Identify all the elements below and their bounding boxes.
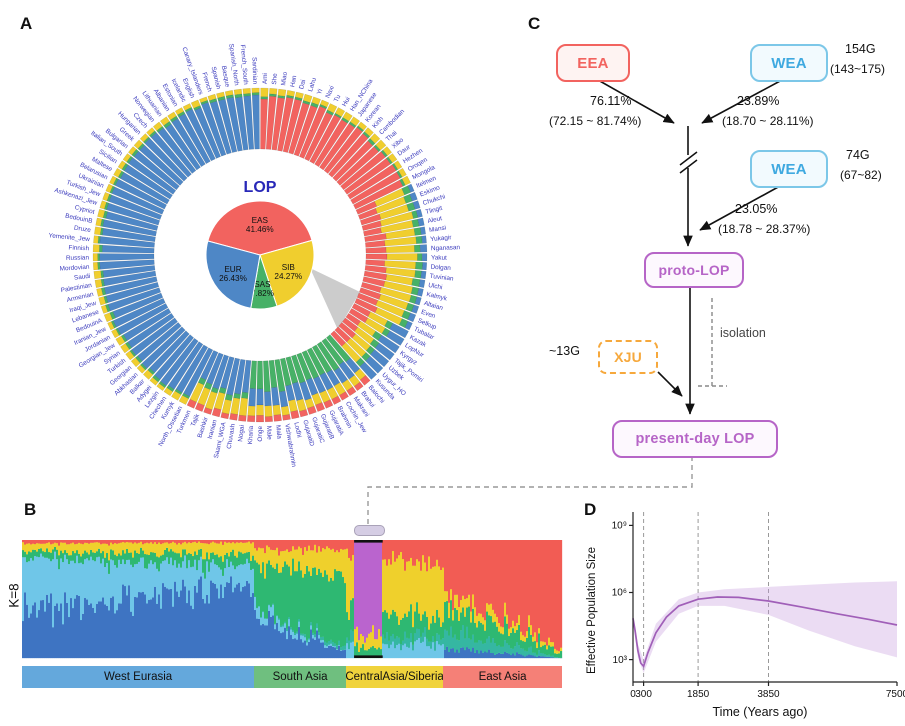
svg-text:Chuvash: Chuvash [226, 423, 237, 449]
svg-text:Yi: Yi [316, 88, 324, 96]
x-axis-label: Time (Years ago) [712, 705, 808, 719]
k8-label: K=8 [6, 583, 22, 608]
svg-text:Tlingit: Tlingit [425, 205, 443, 216]
legend-label: West Eurasia [104, 671, 173, 683]
svg-text:Even: Even [420, 309, 436, 321]
svg-text:LOP: LOP [244, 179, 277, 196]
svg-text:Naxi: Naxi [324, 85, 335, 100]
svg-text:Miao: Miao [280, 71, 289, 86]
svg-text:Lodhi: Lodhi [292, 422, 302, 439]
present-day-lop-node: present-day LOP [612, 420, 778, 458]
svg-text:3850: 3850 [757, 689, 780, 700]
panel-b-label: B [24, 500, 37, 519]
svg-text:Tajik: Tajik [190, 412, 201, 427]
xju-generations: ~13G [549, 344, 580, 358]
eea-node: EEA [556, 44, 630, 82]
svg-text:Yemenite_Jew: Yemenite_Jew [48, 232, 90, 243]
svg-text:She: She [271, 73, 279, 85]
svg-text:Han: Han [289, 75, 298, 88]
eea-percent-ci: (72.15 ~ 81.74%) [549, 114, 642, 128]
y-axis-label: Effective Population Size [586, 546, 598, 674]
panel-d-label: D [584, 500, 597, 519]
svg-text:Mordovian: Mordovian [59, 264, 90, 273]
svg-text:Male: Male [265, 426, 273, 441]
svg-text:1850: 1850 [687, 689, 710, 700]
legend-west-eurasia: West Eurasia [22, 666, 255, 688]
lop-highlight-pill [354, 525, 385, 536]
svg-text:Dolgan: Dolgan [430, 264, 451, 272]
arrow-xju-to-line [657, 371, 683, 397]
legend-east-asia: East Asia [443, 666, 562, 688]
xju-node: XJU [598, 340, 658, 374]
svg-text:Mansi: Mansi [429, 225, 447, 234]
svg-text:Mala: Mala [274, 425, 283, 440]
break-slash-1 [679, 151, 698, 166]
svg-text:Ami: Ami [262, 73, 269, 84]
svg-text:Cypriot: Cypriot [74, 204, 96, 216]
generations-154g-ci: (143~175) [830, 62, 886, 76]
svg-text:10⁶: 10⁶ [612, 588, 627, 599]
svg-text:Nogai: Nogai [237, 425, 246, 442]
svg-text:7500: 7500 [886, 689, 905, 700]
wea-node-2: WEA [750, 150, 828, 188]
svg-text:Hui: Hui [341, 96, 352, 108]
wea1-percent-ci: (18.70 ~ 28.11%) [722, 114, 814, 128]
svg-text:10⁹: 10⁹ [612, 521, 627, 532]
svg-text:10³: 10³ [613, 655, 628, 666]
svg-text:Aleut: Aleut [427, 215, 443, 225]
svg-text:Lahu: Lahu [307, 77, 318, 93]
generations-74g-ci: (67~82) [840, 168, 882, 182]
legend-label: East Asia [478, 671, 527, 683]
svg-text:Kalmyk: Kalmyk [426, 291, 449, 303]
svg-text:Yakut: Yakut [431, 255, 447, 262]
svg-text:Kharia: Kharia [247, 425, 255, 444]
legend-label: CentralAsia/Siberia [345, 671, 444, 683]
svg-text:Onge: Onge [257, 426, 264, 442]
isolation-label: isolation [720, 326, 766, 340]
wea-node-1: WEA [750, 44, 828, 82]
break-slash-2 [679, 159, 698, 174]
svg-text:Ulchi: Ulchi [428, 282, 443, 291]
svg-text:Sardinian: Sardinian [250, 57, 258, 85]
svg-text:Basque: Basque [220, 65, 231, 88]
eea-percent: 76.11% [590, 94, 632, 108]
legend-centralasia-siberia: CentralAsia/Siberia [345, 666, 444, 688]
svg-text:Russian: Russian [66, 254, 90, 261]
panel-c-label: C [528, 14, 541, 33]
svg-text:0: 0 [630, 689, 636, 700]
svg-text:300: 300 [635, 689, 652, 700]
panel-a-label: A [20, 14, 33, 33]
svg-text:Finnish: Finnish [68, 244, 89, 252]
generations-154g: 154G [845, 42, 876, 56]
proto-lop-node: proto-LOP [644, 252, 744, 288]
generations-74g: 74G [846, 148, 870, 162]
svg-text:Dai: Dai [298, 79, 307, 90]
legend-south-asia: South Asia [254, 666, 346, 688]
admixture-k8-chart [22, 540, 563, 659]
region-legend: West Eurasia South Asia CentralAsia/Sibe… [22, 666, 562, 688]
svg-text:Yukagir: Yukagir [430, 234, 453, 243]
legend-label: South Asia [272, 671, 328, 683]
wea2-percent: 23.05% [735, 202, 778, 216]
svg-text:Saudi: Saudi [74, 273, 91, 282]
svg-text:Tuvinian: Tuvinian [429, 273, 454, 283]
svg-text:Druze: Druze [73, 225, 91, 235]
wea1-percent: 23.89% [737, 94, 780, 108]
svg-text:Tu: Tu [333, 93, 343, 103]
wea2-percent-ci: (18.78 ~ 28.37%) [718, 222, 811, 236]
svg-text:French_South: French_South [239, 44, 249, 85]
svg-text:Nganasan: Nganasan [431, 244, 461, 252]
